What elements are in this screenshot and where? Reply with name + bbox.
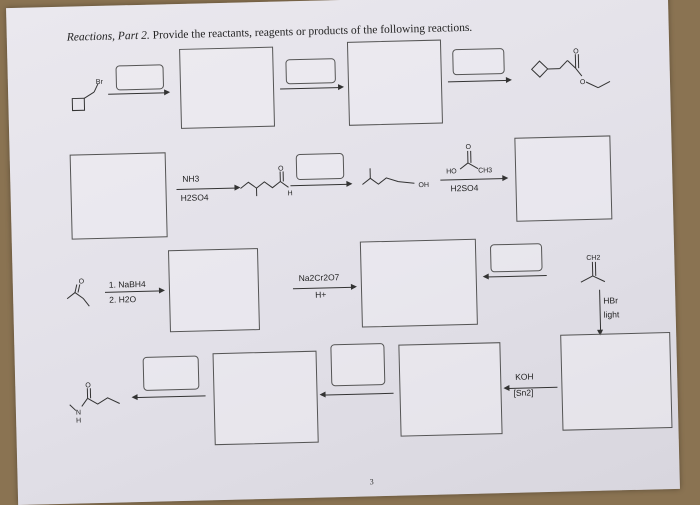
answer-box-reactant-2[interactable] (70, 152, 168, 239)
alcohol-structure: OH (360, 163, 441, 200)
reagent-hbr: HBr (603, 295, 618, 306)
reaction-arrow-6 (440, 178, 506, 181)
reagent-dichromate: Na2Cr2O7 (299, 272, 340, 284)
ester-oxygen-label: O (580, 79, 586, 86)
reaction-arrow-11 (134, 395, 206, 398)
methylene-label: CH2 (586, 255, 600, 262)
cyclobutyl-ester-structure: O O (523, 43, 624, 95)
amide-structure: O N H (67, 377, 130, 428)
answer-box-reagent-4a[interactable] (143, 356, 200, 391)
reagent-potassium-hydroxide: KOH (515, 371, 534, 382)
page-number: 3 (370, 477, 374, 486)
answer-box-product-4a[interactable] (398, 342, 502, 436)
reaction-arrow-7 (105, 290, 163, 292)
answer-box-product-1b[interactable] (347, 40, 443, 126)
reagent-step-1: 1. NaBH4 (109, 279, 146, 291)
hydroxyl-label: OH (418, 182, 429, 189)
answer-box-reagent-1a[interactable] (115, 64, 164, 90)
amide-hydrogen-label: H (76, 417, 81, 424)
title-part-label: Reactions, Part 2. (67, 30, 150, 44)
answer-box-reagent-2[interactable] (296, 153, 345, 180)
answer-box-product-4b[interactable] (560, 332, 672, 431)
bromine-atom-label: Br (96, 79, 104, 86)
reaction-arrow-10 (599, 290, 601, 334)
acid-oxygen-label: O (465, 144, 471, 151)
answer-box-reactant-3[interactable] (490, 243, 543, 272)
aldehyde-hydrogen-label: H (288, 190, 293, 197)
worksheet-page: Reactions, Part 2. Provide the reactants… (6, 0, 680, 505)
answer-box-product-3a[interactable] (168, 248, 260, 332)
reagent-step-2: 2. H2O (109, 294, 136, 306)
ketone-oxygen-label: O (79, 278, 85, 285)
reagent-acid: H+ (315, 289, 326, 300)
acetic-acid-structure: HO O CH3 (441, 136, 522, 178)
methylenealkene-structure: CH2 (572, 249, 623, 290)
title-instructions: Provide the reactants, reagents or produ… (153, 22, 473, 42)
answer-box-product-2[interactable] (514, 135, 612, 221)
aldehyde-structure: O H (238, 161, 299, 202)
reaction-arrow-12 (322, 393, 394, 396)
answer-box-product-3b[interactable] (360, 239, 478, 328)
aldehyde-oxygen-label: O (278, 165, 284, 172)
reagent-light: light (604, 309, 620, 320)
acid-methyl-label: CH3 (478, 167, 492, 174)
reagent-ammonia: NH3 (182, 173, 199, 184)
acid-ho-label: HO (446, 168, 457, 175)
reaction-arrow-5 (290, 184, 350, 186)
reaction-arrow-1 (108, 92, 168, 94)
amide-oxygen-label: O (85, 382, 91, 389)
reaction-arrow-3 (448, 80, 510, 83)
answer-box-product-1a[interactable] (179, 47, 275, 129)
reaction-arrow-4 (176, 188, 238, 191)
cyclobutylmethyl-bromide-structure: Br (68, 76, 114, 117)
carbonyl-oxygen-label: O (573, 48, 579, 55)
answer-box-reagent-4b[interactable] (330, 343, 385, 386)
answer-box-reactant-4[interactable] (213, 351, 319, 446)
ketone-structure: O (63, 274, 104, 310)
reaction-arrow-9 (485, 275, 547, 278)
answer-box-reagent-1b[interactable] (285, 58, 336, 84)
worksheet-title: Reactions, Part 2. Provide the reactants… (67, 19, 587, 44)
reaction-arrow-2 (280, 87, 342, 90)
reagent-sulfuric-acid-a: H2SO4 (181, 192, 209, 204)
reagent-sulfuric-acid-b: H2SO4 (450, 183, 478, 195)
answer-box-reagent-1c[interactable] (452, 48, 505, 75)
amide-nitrogen-label: N (76, 409, 81, 416)
reagent-mechanism-note: [Sn2] (513, 387, 533, 398)
